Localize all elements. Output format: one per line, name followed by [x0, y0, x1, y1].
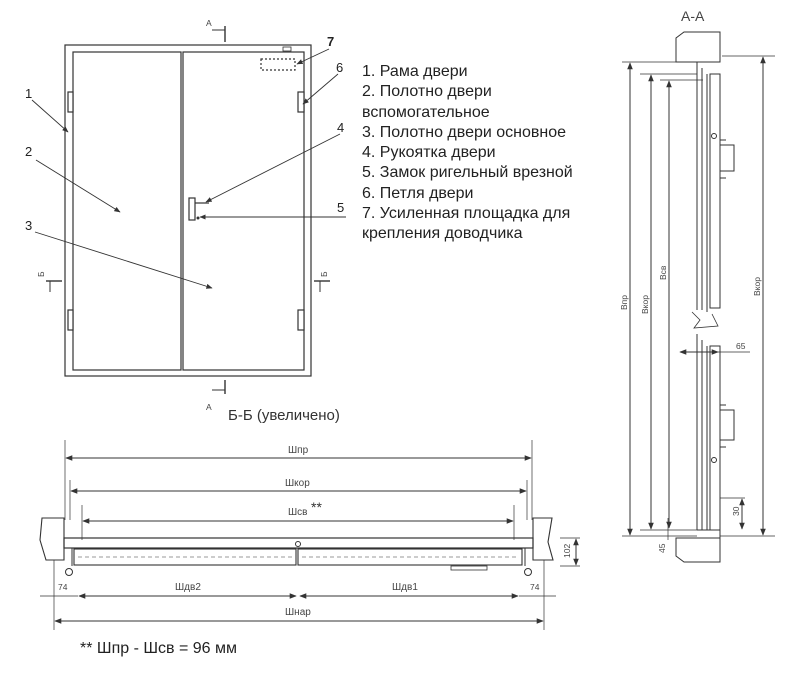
dim-depth-102: 102: [562, 544, 572, 558]
dim-vkor: Вкор: [640, 295, 650, 314]
dim-vpr: Впр: [619, 295, 629, 310]
section-mark-a-bottom: А: [206, 402, 212, 412]
section-aa-labels: Впр Вкор Всв Вкор 65 30 45: [619, 265, 762, 553]
hinge: [297, 309, 305, 331]
dim-shdv1: Шдв1: [392, 582, 418, 593]
section-aa: [622, 31, 775, 563]
dim-vkor-right: Вкор: [752, 277, 762, 296]
door-handle: [188, 197, 196, 221]
section-bb: [39, 440, 580, 630]
section-aa-title: А-А: [681, 8, 705, 24]
legend-item: 5. Замок ригельный врезной: [362, 164, 573, 182]
parts-legend: 1. Рама двери 2. Полотно двери вспомогат…: [362, 62, 612, 245]
hinge: [67, 309, 74, 331]
door-frame: [64, 44, 312, 377]
dim-45: 45: [657, 543, 667, 553]
section-mark-b-left: Б: [36, 271, 46, 277]
dim-shpr: Шпр: [288, 445, 309, 456]
leaf-auxiliary: [72, 51, 182, 371]
dim-shdv2: Шдв2: [175, 582, 201, 593]
hinge: [297, 91, 305, 113]
legend-item: крепления доводчика: [362, 225, 523, 243]
callout-6: 6: [336, 60, 343, 75]
dim-shnar: Шнар: [285, 607, 311, 618]
section-mark-a-top: А: [206, 18, 212, 28]
dim-65: 65: [736, 341, 746, 351]
front-view: [31, 26, 346, 394]
dim-left-74: 74: [58, 582, 68, 592]
legend-item: 6. Петля двери: [362, 184, 474, 202]
callout-labels: 1 2 3 4 5 6 7 А А Б Б: [25, 18, 344, 412]
hinge: [67, 91, 74, 113]
dim-vsv: Всв: [658, 265, 668, 280]
dim-30: 30: [731, 506, 741, 516]
legend-item: 2. Полотно двери: [362, 83, 492, 101]
dim-shkor: Шкор: [285, 478, 310, 489]
callout-3: 3: [25, 218, 32, 233]
legend-item: 3. Полотно двери основное: [362, 123, 567, 141]
section-mark-b-right: Б: [319, 271, 329, 277]
callout-5: 5: [337, 200, 344, 215]
legend-item: 1. Рама двери: [362, 63, 468, 80]
callout-2: 2: [25, 144, 32, 159]
closer-plate: [260, 58, 296, 71]
footnote: ** Шпр - Шсв = 96 мм: [80, 640, 237, 657]
section-bb-labels: Шпр Шкор Шсв ** Шдв2 Шдв1 Шнар 74 74 102: [58, 445, 572, 618]
dim-shsv-mark: **: [311, 499, 322, 515]
dim-right-74: 74: [530, 582, 540, 592]
dim-shsv: Шсв: [288, 507, 307, 518]
leaf-main: [182, 51, 305, 371]
callout-4: 4: [337, 120, 344, 135]
callout-7: 7: [327, 34, 334, 49]
section-bb-title: Б-Б (увеличено): [228, 407, 340, 424]
legend-item: 4. Рукоятка двери: [362, 144, 496, 162]
legend-item: вспомогательное: [362, 103, 490, 121]
callout-1: 1: [25, 86, 32, 101]
legend-item: 7. Усиленная площадка для: [362, 205, 571, 223]
